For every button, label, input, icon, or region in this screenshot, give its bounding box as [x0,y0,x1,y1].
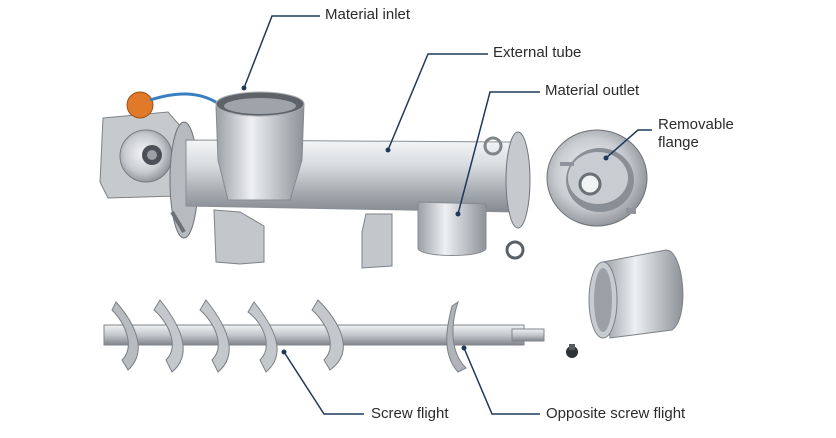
screw-flight-blade [247,301,278,373]
clamp-top [483,136,503,156]
label-external-tube: External tube [493,44,582,61]
conveyor-body [99,91,531,269]
removable-flange-part [546,129,648,227]
leader-material-outlet [457,91,540,215]
support-bracket-right [361,213,393,269]
leader-screw-flight [283,351,364,415]
support-bracket-left [213,209,265,265]
drive-unit [126,91,154,119]
leader-external-tube [387,53,488,151]
screw-flight-blade [311,299,344,371]
label-material-inlet: Material inlet [325,6,411,23]
label-opposite-screw-flight: Opposite screw flight [546,405,686,422]
clamp-bottom [505,240,525,260]
screw-flight-blade [199,299,230,373]
screw-flight-blade [153,299,184,373]
material-inlet-shape [215,103,305,201]
screw-shaft [103,324,525,346]
cable [149,92,223,108]
material-outlet-shape [417,201,487,256]
small-knob [566,344,578,358]
leader-material-inlet [243,15,320,89]
opposite-screw-flight-blade [446,300,467,373]
leader-lines [243,15,652,415]
sleeve-part [588,249,684,339]
screw-shaft-end [511,328,545,342]
leader-removable-flange [605,129,652,159]
leader-dots [241,85,609,355]
screw-assembly [103,299,545,373]
outlet-end-flange [505,131,531,229]
leader-opposite-screw-flight [463,347,540,415]
label-screw-flight: Screw flight [371,405,449,422]
screw-flight-blade [111,301,139,371]
label-removable-flange: Removable flange [658,116,734,151]
label-material-outlet: Material outlet [545,82,640,99]
